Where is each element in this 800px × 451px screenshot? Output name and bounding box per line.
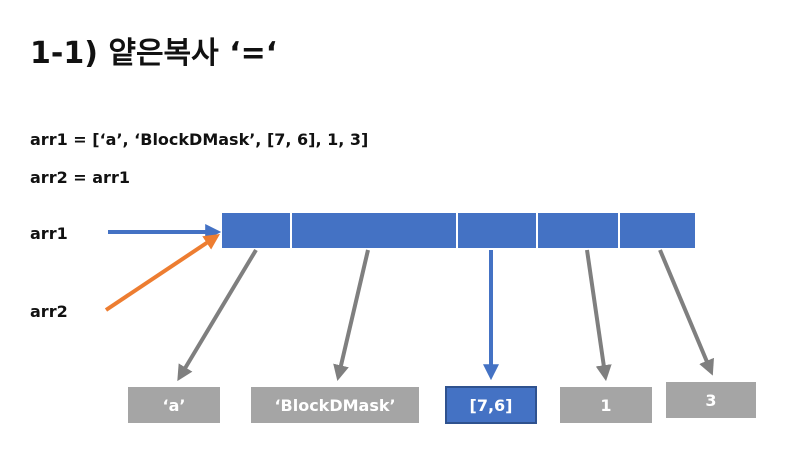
list-cell <box>538 213 620 248</box>
element-a-arrow <box>177 248 258 382</box>
element-box-blockdmask: ‘BlockDMask’ <box>251 387 419 423</box>
element-blockdmask-arrow <box>333 249 370 382</box>
list-memory-bar <box>222 213 695 248</box>
arr1-label: arr1 <box>30 224 68 243</box>
element-box-a: ‘a’ <box>128 387 220 423</box>
list-cell <box>222 213 292 248</box>
arr2-label: arr2 <box>30 302 68 321</box>
list-cell <box>458 213 538 248</box>
element-box-nested-list: [7,6] <box>445 386 537 424</box>
slide-title: 1-1) 얕은복사 ‘=‘ <box>30 36 278 71</box>
element-1-arrow <box>585 249 612 382</box>
list-cell <box>292 213 458 248</box>
element-box-3: 3 <box>666 382 756 418</box>
code-line-arr2: arr2 = arr1 <box>30 168 130 187</box>
element-3-arrow <box>658 249 714 376</box>
code-line-arr1: arr1 = [‘a’, ‘BlockDMask’, [7, 6], 1, 3] <box>30 130 369 149</box>
list-cell <box>620 213 695 248</box>
element-box-1: 1 <box>560 387 652 423</box>
arr2-pointer-arrow <box>104 234 220 312</box>
